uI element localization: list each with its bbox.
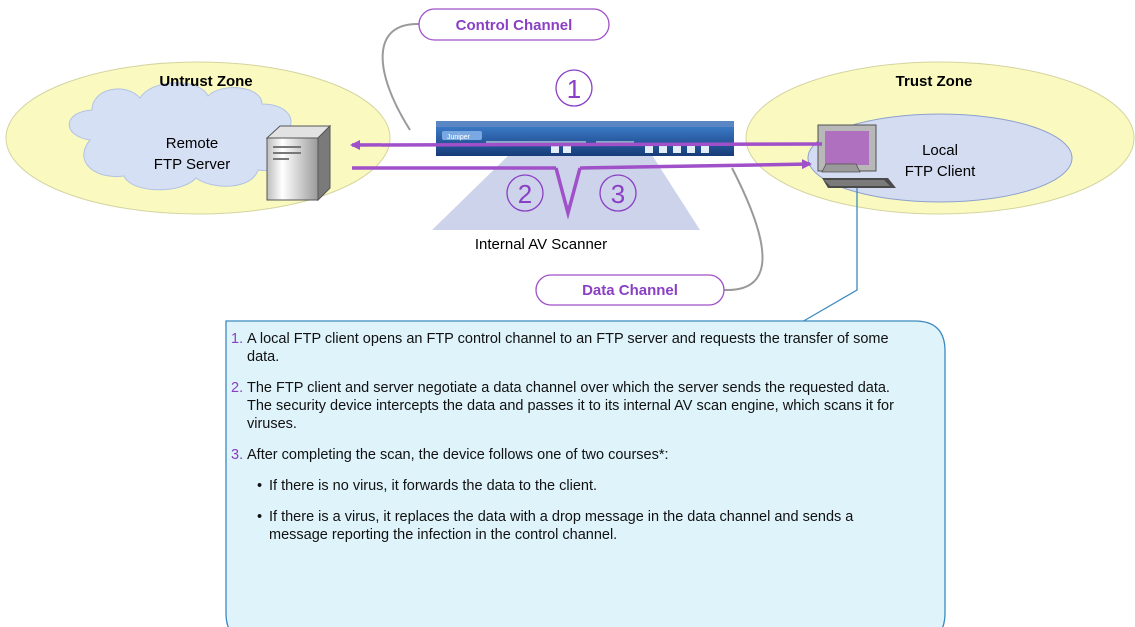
step-marker-2-label: 2 bbox=[518, 179, 532, 209]
control-channel-label: Control Channel bbox=[456, 17, 573, 34]
control-channel-leader bbox=[381, 22, 421, 131]
bullet-mark: • bbox=[257, 509, 263, 525]
step-marker-3-label: 3 bbox=[611, 179, 625, 209]
bullet-text: If there is no virus, it forwards the da… bbox=[269, 478, 598, 494]
step-number: 3. bbox=[231, 447, 244, 463]
data-channel-leader bbox=[723, 167, 764, 292]
data-channel-pill: Data Channel bbox=[535, 274, 725, 306]
security-device: Juniper bbox=[436, 121, 734, 156]
untrust-zone-label: Untrust Zone bbox=[159, 73, 252, 90]
server-tower-icon bbox=[265, 124, 332, 202]
step-item-3: 3. After completing the scan, the device… bbox=[231, 446, 911, 464]
step-marker-1-label: 1 bbox=[567, 74, 581, 104]
control-channel-arrow bbox=[350, 139, 823, 150]
data-channel-arrow bbox=[352, 159, 812, 220]
control-channel-pill: Control Channel bbox=[418, 8, 610, 41]
device-brand-label: Juniper bbox=[447, 134, 471, 141]
step-text: The FTP client and server negotiate a da… bbox=[247, 380, 894, 432]
step-item-1: 1. A local FTP client opens an FTP contr… bbox=[231, 330, 911, 366]
step-marker-2: 2 bbox=[506, 174, 544, 212]
remote-cloud bbox=[68, 82, 292, 191]
step-text: A local FTP client opens an FTP control … bbox=[247, 331, 889, 365]
step-marker-3: 3 bbox=[599, 174, 637, 212]
local-client-label-line2: FTP Client bbox=[905, 163, 976, 180]
trust-zone-label: Trust Zone bbox=[896, 73, 973, 90]
client-computer-icon bbox=[817, 124, 896, 188]
step-number: 2. bbox=[231, 380, 244, 396]
step-number: 1. bbox=[231, 331, 244, 347]
device-ports bbox=[551, 146, 709, 153]
callout-leader bbox=[794, 188, 858, 327]
bullet-mark: • bbox=[257, 478, 263, 494]
step-text: After completing the scan, the device fo… bbox=[247, 447, 669, 463]
remote-server-label-line2: FTP Server bbox=[154, 156, 230, 173]
local-client-label-line1: Local bbox=[922, 142, 958, 159]
bullet-item-virus: • If there is a virus, it replaces the d… bbox=[257, 508, 911, 544]
step-marker-1: 1 bbox=[555, 69, 593, 107]
bullet-text: If there is a virus, it replaces the dat… bbox=[269, 509, 854, 543]
av-scanner-cone bbox=[432, 152, 700, 230]
callout-bubble bbox=[225, 320, 946, 627]
step-item-2: 2. The FTP client and server negotiate a… bbox=[231, 379, 911, 433]
data-channel-label: Data Channel bbox=[582, 282, 678, 299]
callout-text: 1. A local FTP client opens an FTP contr… bbox=[231, 330, 911, 557]
remote-server-label-line1: Remote bbox=[166, 135, 219, 152]
av-scanner-label: Internal AV Scanner bbox=[475, 236, 607, 253]
bullet-item-no-virus: • If there is no virus, it forwards the … bbox=[257, 477, 911, 495]
